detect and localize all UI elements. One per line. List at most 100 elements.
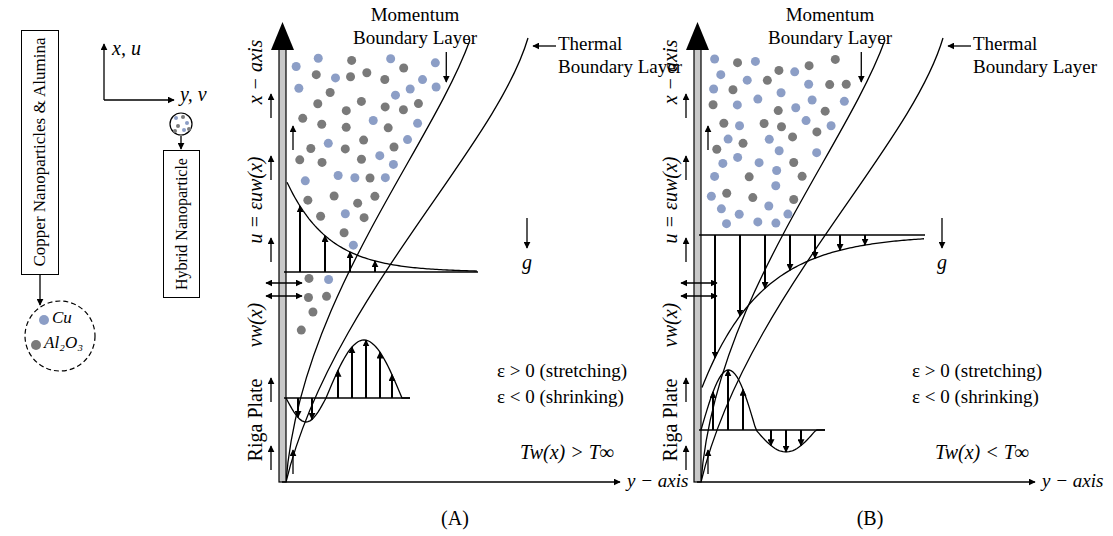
- nanoparticle-dot: [381, 173, 390, 182]
- nanoparticle-dot: [763, 76, 772, 85]
- velocity-arrow: [311, 398, 313, 419]
- panel-label: (A): [441, 506, 469, 530]
- velocity-arrow: [379, 352, 381, 398]
- nanoparticle-dot: [733, 100, 742, 109]
- node-text: Hybrid Nanoparticle: [172, 158, 191, 290]
- nanoparticle-dot: [295, 155, 304, 164]
- velocity-arrow: [324, 236, 326, 272]
- velocity-arrow: [727, 370, 729, 430]
- nanoparticle-dot: [314, 54, 323, 63]
- nanoparticle-dot: [317, 120, 326, 129]
- flow-panel: [681, 22, 1035, 482]
- plate-velocity-arrow: [292, 126, 293, 150]
- axis-label: x − axis: [243, 40, 267, 105]
- nanoparticle-dot: [173, 129, 177, 133]
- gravity-arrow: [941, 218, 942, 248]
- nanoparticle-dot: [331, 73, 340, 82]
- plate-velocity-arrow: [270, 378, 271, 402]
- nanoparticle-dot: [324, 275, 333, 284]
- x-axis-arrowhead: [271, 22, 294, 50]
- nanoparticle-dot: [771, 219, 780, 228]
- condition-label: ε > 0 (stretching): [912, 360, 1042, 383]
- nanoparticle-dot: [346, 72, 355, 81]
- nanoparticle-dot: [298, 114, 307, 123]
- temperature-label: Tw(x) > T∞: [520, 440, 614, 464]
- plate-velocity-arrow: [707, 126, 708, 150]
- velocity-arrow: [770, 430, 772, 446]
- nanoparticle-dot: [390, 142, 399, 151]
- nanoparticle-dot: [330, 192, 339, 201]
- nanoparticle-dot: [735, 210, 744, 219]
- nanoparticle-dot: [748, 193, 757, 202]
- flow-panel: [266, 22, 620, 482]
- nanoparticle-dot: [827, 121, 836, 130]
- particle-circle: CuAl₂O₃: [24, 300, 96, 372]
- axis-label: x, u: [112, 36, 141, 60]
- left-illustration: [104, 44, 192, 149]
- nanoparticle-dot: [306, 144, 315, 153]
- velocity-profile: [702, 239, 924, 388]
- boundary-layer-label: Momentum Boundary Layer: [760, 4, 900, 50]
- nanoparticle-dot: [771, 181, 780, 190]
- plate-velocity-arrow: [685, 238, 686, 262]
- condition-label: ε < 0 (shrinking): [497, 386, 624, 409]
- velocity-profile: [701, 370, 825, 452]
- nanoparticle-dot: [728, 85, 737, 94]
- hybrid-box: Hybrid Nanoparticle: [163, 150, 200, 298]
- profile-baseline: [284, 271, 478, 272]
- nanoparticle-dot: [381, 102, 390, 111]
- gravity-arrow: [526, 218, 527, 248]
- nanoparticle-dot: [182, 128, 186, 132]
- nanoparticle-dot: [753, 217, 762, 226]
- node-text: Al₂O₃: [44, 333, 83, 353]
- nanoparticle-dot: [341, 144, 350, 153]
- connector-arrow: [39, 275, 40, 305]
- nanoparticle-dot: [313, 99, 322, 108]
- nanoparticle-dot: [174, 116, 178, 120]
- x-axis-arrowhead: [686, 22, 709, 50]
- velocity-label: u = εuw(x): [658, 157, 682, 244]
- boundary-layer-label: Thermal Boundary Layer: [973, 33, 1103, 79]
- condition-label: ε < 0 (shrinking): [912, 386, 1039, 409]
- velocity-arrow: [800, 430, 802, 446]
- nanoparticle-dot: [322, 292, 331, 301]
- nanoparticle-dot: [399, 63, 408, 72]
- nanoparticle-dot: [403, 135, 412, 144]
- y-direction-arrow: [104, 99, 174, 100]
- axis-label: x − axis: [658, 40, 682, 105]
- nanoparticle-dot: [369, 116, 378, 125]
- nanoparticle-dot: [187, 127, 191, 131]
- nanoparticle-dot: [791, 103, 800, 112]
- node-text: Cu: [52, 308, 72, 328]
- nanoparticle-dot: [292, 62, 301, 71]
- material-box: Copper Nanoparticles & Alumina: [21, 30, 59, 275]
- momentum-boundary-layer: [286, 40, 470, 482]
- nanoparticle-dot: [808, 95, 817, 104]
- pointer-arrow: [446, 52, 447, 82]
- nanoparticle-dot: [391, 91, 400, 100]
- nanoparticle-dot: [342, 106, 351, 115]
- nanoparticle-dot: [340, 228, 349, 237]
- velocity-arrow: [351, 347, 353, 398]
- nanoparticle-dot: [743, 76, 752, 85]
- nanoparticle-dot: [789, 158, 798, 167]
- copper-dot: [39, 315, 49, 325]
- velocity-arrow: [374, 261, 376, 272]
- nanoparticle-dot: [375, 151, 384, 160]
- nanoparticle-dot: [777, 88, 786, 97]
- suction-arrow: [266, 282, 302, 283]
- nanoparticle-dot: [316, 212, 325, 221]
- nanoparticle-dot: [342, 123, 351, 132]
- nanoparticle-dot: [366, 173, 375, 182]
- nanoparticle-dot: [802, 116, 811, 125]
- nanoparticle-dot: [386, 54, 395, 63]
- velocity-arrow: [712, 392, 714, 430]
- velocity-arrow: [864, 235, 866, 245]
- thermal-boundary-layer: [286, 38, 528, 482]
- nanoparticle-dot: [719, 119, 728, 128]
- plate-velocity-arrow: [270, 156, 271, 180]
- nanoparticle-dot: [709, 100, 718, 109]
- riga-plate: [694, 48, 701, 482]
- nanoparticle-dot: [301, 176, 310, 185]
